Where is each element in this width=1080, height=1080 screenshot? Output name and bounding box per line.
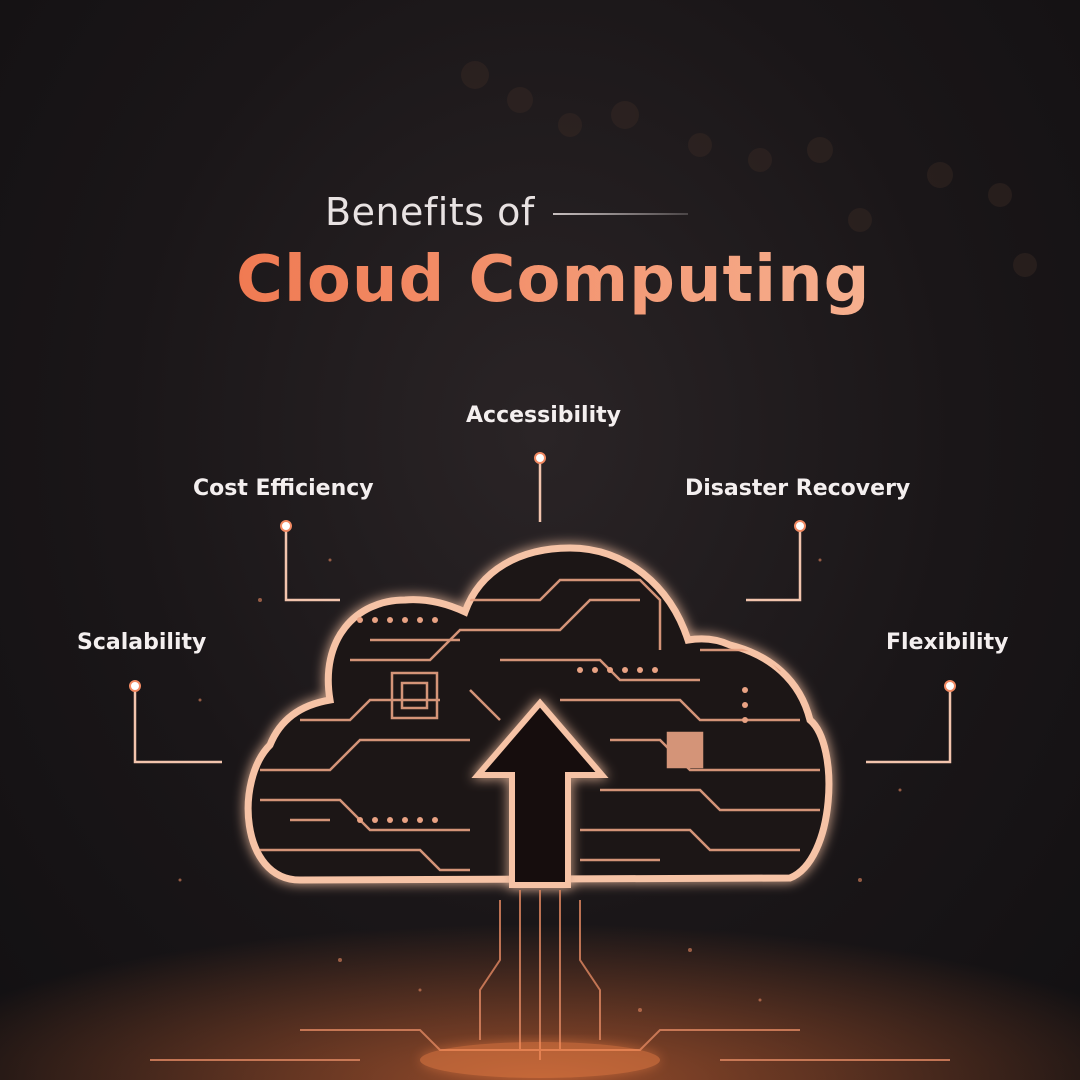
page-title: Cloud Computing <box>236 243 871 317</box>
benefit-label-disaster-recovery: Disaster Recovery <box>685 476 911 501</box>
title-line-1: Benefits of <box>325 190 535 234</box>
benefit-label-cost-efficiency: Cost Efficiency <box>193 476 374 501</box>
title-rule <box>553 213 688 215</box>
background-keys <box>461 61 1037 277</box>
upload-arrow-icon <box>471 698 609 888</box>
connector-dot-icon <box>129 452 956 692</box>
benefit-label-accessibility: Accessibility <box>466 403 621 428</box>
particles <box>178 558 902 1012</box>
benefit-label-scalability: Scalability <box>77 630 207 655</box>
connectors <box>133 460 952 764</box>
benefit-label-flexibility: Flexibility <box>886 630 1009 655</box>
